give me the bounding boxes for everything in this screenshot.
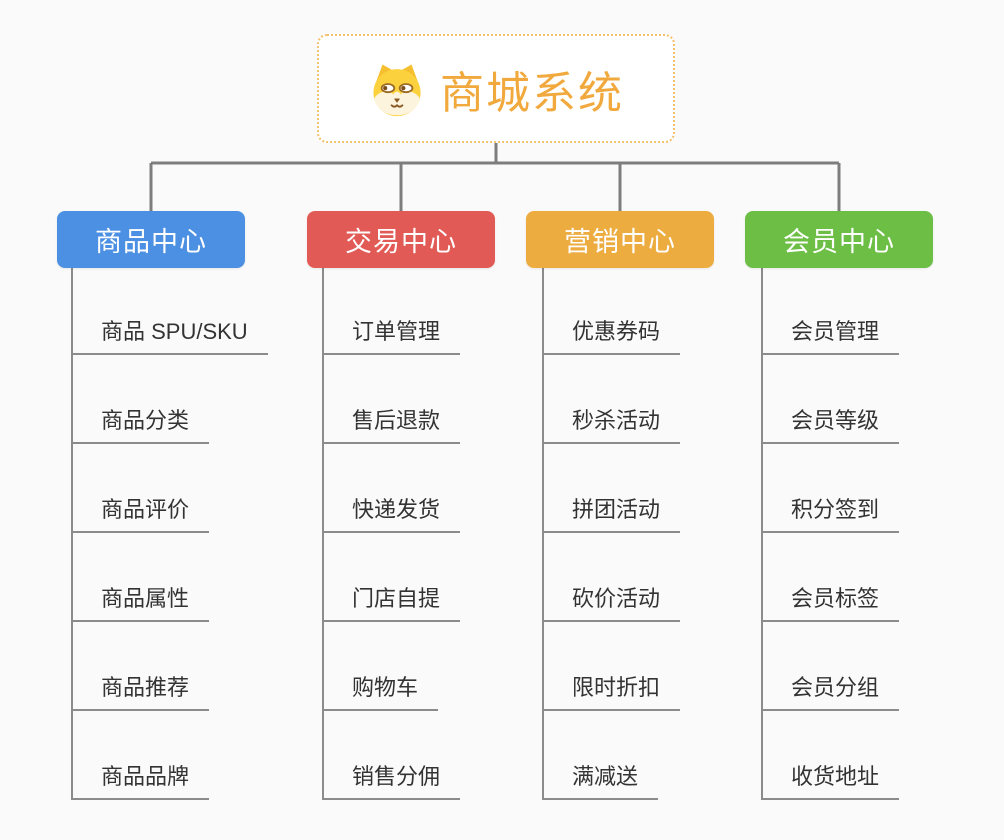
leaf-node[interactable]: 门店自提 <box>322 584 461 622</box>
leaf-node[interactable]: 商品推荐 <box>71 673 210 711</box>
branch-node-member-center[interactable]: 会员中心 <box>745 211 933 268</box>
leaf-node[interactable]: 限时折扣 <box>542 673 681 711</box>
leaf-node[interactable]: 优惠券码 <box>542 317 681 355</box>
leaf-node[interactable]: 满减送 <box>542 762 659 800</box>
leaf-node[interactable]: 秒杀活动 <box>542 406 681 444</box>
leaf-node[interactable]: 销售分佣 <box>322 762 461 800</box>
branch-label: 商品中心 <box>95 227 207 257</box>
leaf-node[interactable]: 售后退款 <box>322 406 461 444</box>
leaf-node[interactable]: 购物车 <box>322 673 439 711</box>
leaf-node[interactable]: 会员管理 <box>761 317 900 355</box>
root-title: 商城系统 <box>440 68 624 118</box>
leaf-node[interactable]: 商品 SPU/SKU <box>71 317 268 355</box>
leaf-node[interactable]: 快递发货 <box>322 495 461 533</box>
leaf-node[interactable]: 商品品牌 <box>71 762 210 800</box>
leaf-node[interactable]: 商品分类 <box>71 406 210 444</box>
branch-node-trade-center[interactable]: 交易中心 <box>307 211 495 268</box>
root-node-mall-system[interactable]: 商城系统 <box>317 34 675 143</box>
leaf-node[interactable]: 砍价活动 <box>542 584 681 622</box>
leaf-node[interactable]: 积分签到 <box>761 495 900 533</box>
branch-label: 会员中心 <box>783 227 895 257</box>
branch-node-marketing-center[interactable]: 营销中心 <box>526 211 714 268</box>
branch-label: 交易中心 <box>345 227 457 257</box>
leaf-node[interactable]: 商品评价 <box>71 495 210 533</box>
leaf-node[interactable]: 商品属性 <box>71 584 210 622</box>
shiba-dog-icon <box>373 64 421 116</box>
leaf-node[interactable]: 收货地址 <box>761 762 900 800</box>
leaf-node[interactable]: 拼团活动 <box>542 495 681 533</box>
leaf-node[interactable]: 会员分组 <box>761 673 900 711</box>
branch-label: 营销中心 <box>564 227 676 257</box>
leaf-node[interactable]: 订单管理 <box>322 317 461 355</box>
leaf-node[interactable]: 会员标签 <box>761 584 900 622</box>
branch-node-product-center[interactable]: 商品中心 <box>57 211 245 268</box>
leaf-node[interactable]: 会员等级 <box>761 406 900 444</box>
